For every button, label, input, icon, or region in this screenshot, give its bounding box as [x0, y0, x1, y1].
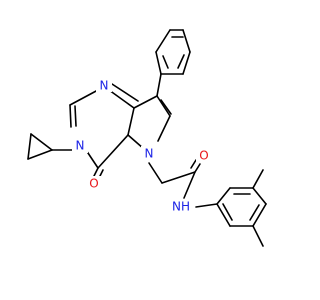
molecule-structure-diagram: N N N O O NH	[27, 29, 267, 247]
atom-n-pyrimidine-cyclopropyl: N	[76, 139, 85, 153]
molecule-svg: N N N O O NH	[27, 29, 267, 247]
atom-n-pyrrole: N	[145, 147, 154, 161]
atom-nh-amide: NH	[172, 200, 190, 214]
atom-n-pyrimidine-top: N	[100, 79, 109, 93]
atom-labels: N N N O O NH	[72, 78, 212, 214]
pyrimidinone-ring	[69, 83, 139, 169]
atom-o-ring-carbonyl: O	[89, 177, 98, 191]
bond-phenyl-pyrrole	[156, 73, 162, 97]
pyrrole-ring	[127, 95, 172, 150]
dimethylphenyl-ring	[195, 169, 267, 247]
atom-o-amide: O	[199, 149, 208, 163]
phenyl-ring	[155, 29, 191, 75]
cyclopropyl	[27, 133, 76, 160]
acetamide-linker	[148, 159, 201, 199]
